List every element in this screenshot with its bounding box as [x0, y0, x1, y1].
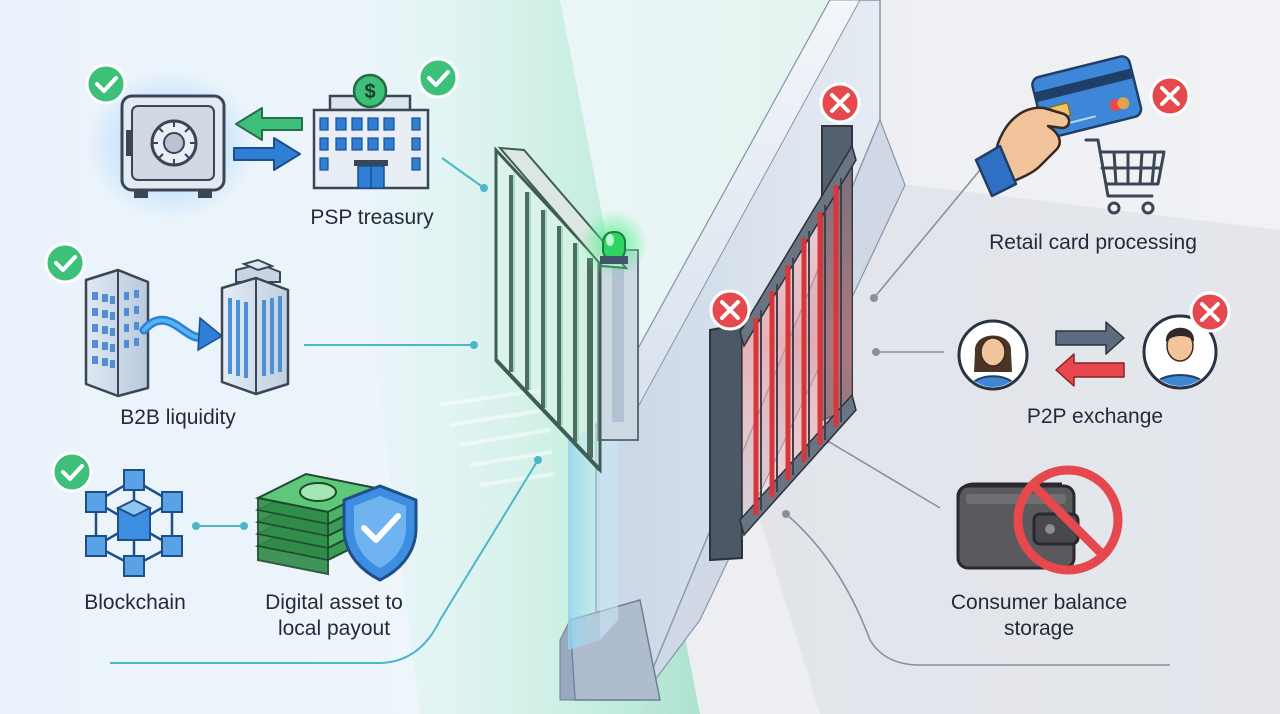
green-status-light-icon — [580, 210, 648, 278]
hand-card-icon — [974, 55, 1143, 198]
closed-gate-icon — [709, 125, 857, 562]
person-icon — [1142, 314, 1218, 390]
label-b2b-liquidity: B2B liquidity — [120, 406, 236, 429]
blockchain-check-icon — [51, 451, 93, 493]
flow-arrow-icon — [139, 315, 224, 352]
transfer-arrows-icon — [233, 107, 303, 171]
bank-building-icon: $ — [312, 73, 430, 190]
gate-blocked-x-icon — [819, 82, 861, 124]
vault-icon — [87, 70, 257, 220]
person-icon — [957, 319, 1029, 391]
label-p2p-exchange: P2P exchange — [1026, 405, 1164, 428]
label-blockchain: Blockchain — [84, 591, 186, 614]
right-connector-lines — [785, 169, 1170, 666]
shopping-cart-icon — [1084, 138, 1166, 215]
prohibited-icon — [1013, 465, 1123, 575]
light-streaks — [439, 388, 556, 487]
psp-bank-check-icon — [417, 57, 459, 99]
left-connector-dots — [192, 184, 542, 530]
label-consumer-balance-line-1: Consumer balance — [950, 591, 1128, 614]
label-consumer-balance-line-2: storage — [1003, 617, 1075, 640]
label-digital-asset-payout: Digital asset to local payout — [236, 590, 432, 642]
wall-shadow — [760, 180, 1280, 714]
blockchain-cubes-icon — [85, 469, 183, 577]
b2b-check-icon — [44, 242, 86, 284]
retail-card-x-icon — [1149, 75, 1191, 117]
svg-text:$: $ — [364, 81, 375, 103]
label-retail-card-processing: Retail card processing — [989, 231, 1197, 254]
office-building-icon — [220, 258, 290, 396]
p2p-x-icon — [1189, 291, 1231, 333]
shield-check-icon — [342, 484, 418, 582]
label-digital-asset-payout-line-2: local payout — [277, 617, 391, 640]
gate-blocked-x-icon — [709, 289, 751, 331]
label-psp-treasury: PSP treasury — [310, 206, 434, 229]
office-building-icon — [84, 268, 150, 398]
label-consumer-balance-storage: Consumer balance storage — [924, 590, 1154, 642]
left-connector-lines — [110, 157, 539, 664]
label-digital-asset-payout-line-1: Digital asset to — [265, 591, 403, 614]
exchange-arrows-icon — [1055, 321, 1125, 387]
